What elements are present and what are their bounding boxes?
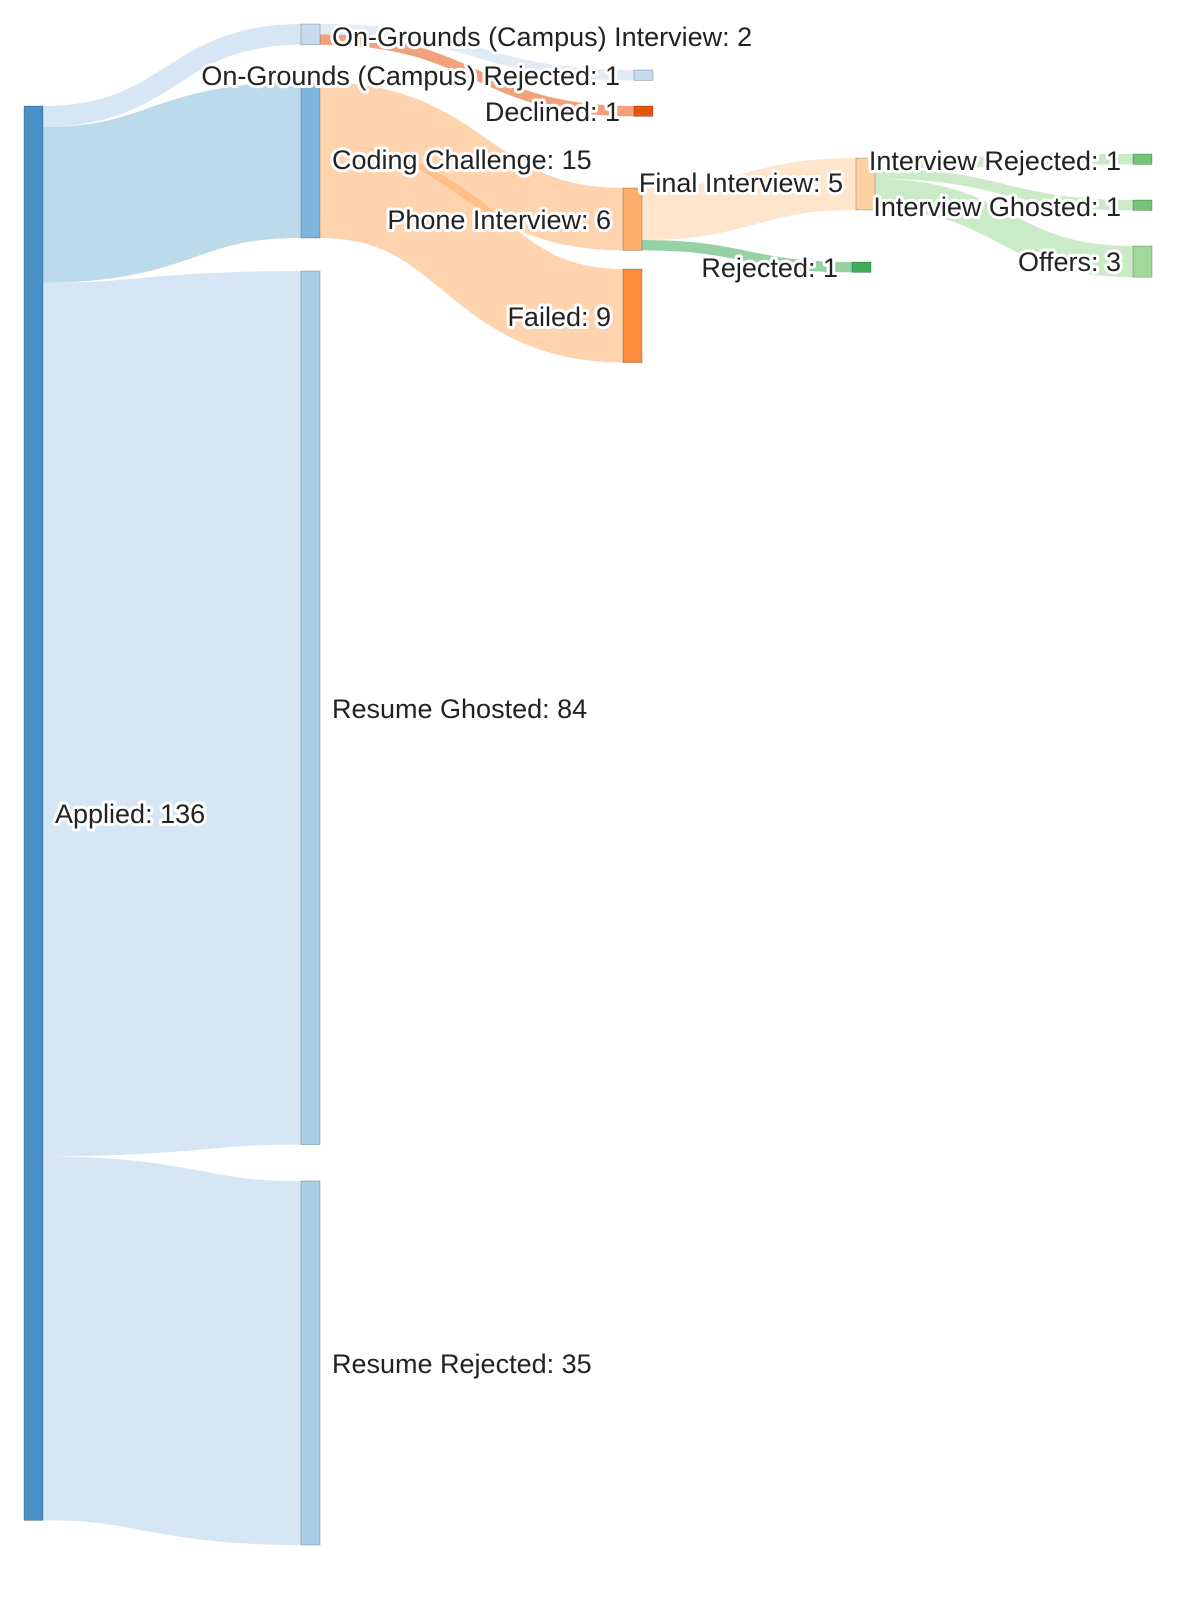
link-ogi-to-ogirej — [319, 24, 635, 81]
node-label-phone: Phone Interview: 6 — [387, 205, 611, 235]
node-label-ogi: On-Grounds (Campus) Interview: 2 — [332, 22, 752, 52]
link-ogi-to-declined — [319, 34, 635, 117]
node-intrej[interactable] — [1132, 153, 1153, 165]
node-label-resrej: Resume Rejected: 35 — [332, 1349, 592, 1379]
link-phone-to-rejected — [641, 240, 853, 273]
link-code-to-failed — [318, 144, 625, 363]
node-code[interactable] — [300, 81, 321, 239]
sankey-links — [40, 24, 1134, 1545]
node-phone[interactable] — [622, 187, 643, 251]
node-resrej[interactable] — [300, 1180, 321, 1546]
node-offers[interactable] — [1132, 245, 1153, 278]
node-label-intrej: Interview Rejected: 1 — [869, 146, 1121, 176]
node-ogi[interactable] — [300, 23, 321, 46]
node-label-final: Final Interview: 5 — [639, 168, 843, 198]
link-applied-to-ghost — [40, 271, 304, 1157]
link-phone-to-final — [641, 158, 857, 240]
node-label-code: Coding Challenge: 15 — [332, 145, 592, 175]
node-failed[interactable] — [622, 268, 643, 363]
node-label-failed: Failed: 9 — [507, 302, 611, 332]
node-label-intghost: Interview Ghosted: 1 — [873, 192, 1121, 222]
node-intghost[interactable] — [1132, 199, 1153, 211]
node-rejected[interactable] — [851, 261, 872, 273]
node-declined[interactable] — [633, 105, 654, 117]
node-label-rejected: Rejected: 1 — [701, 253, 838, 283]
link-final-to-offers — [874, 178, 1134, 278]
link-applied-to-ogi — [42, 24, 302, 127]
link-final-to-intrej — [874, 154, 1134, 169]
node-label-offers: Offers: 3 — [1018, 247, 1121, 277]
node-final[interactable] — [855, 157, 876, 211]
node-label-ghost: Resume Ghosted: 84 — [332, 694, 587, 724]
node-applied[interactable] — [23, 105, 44, 1521]
link-applied-to-code — [41, 82, 303, 283]
sankey-nodes — [23, 23, 1153, 1546]
link-applied-to-resrej — [41, 1156, 303, 1545]
link-final-to-intghost — [874, 168, 1134, 211]
node-label-declined: Declined: 1 — [485, 97, 620, 127]
link-code-to-phone — [319, 82, 624, 251]
node-ogirej[interactable] — [633, 69, 654, 81]
node-label-applied: Applied: 136 — [55, 799, 205, 829]
sankey-labels: Applied: 136 On-Grounds (Campus) Intervie… — [52, 19, 1124, 1382]
node-label-ogirej: On-Grounds (Campus) Rejected: 1 — [201, 61, 620, 91]
node-ghost[interactable] — [300, 270, 321, 1145]
